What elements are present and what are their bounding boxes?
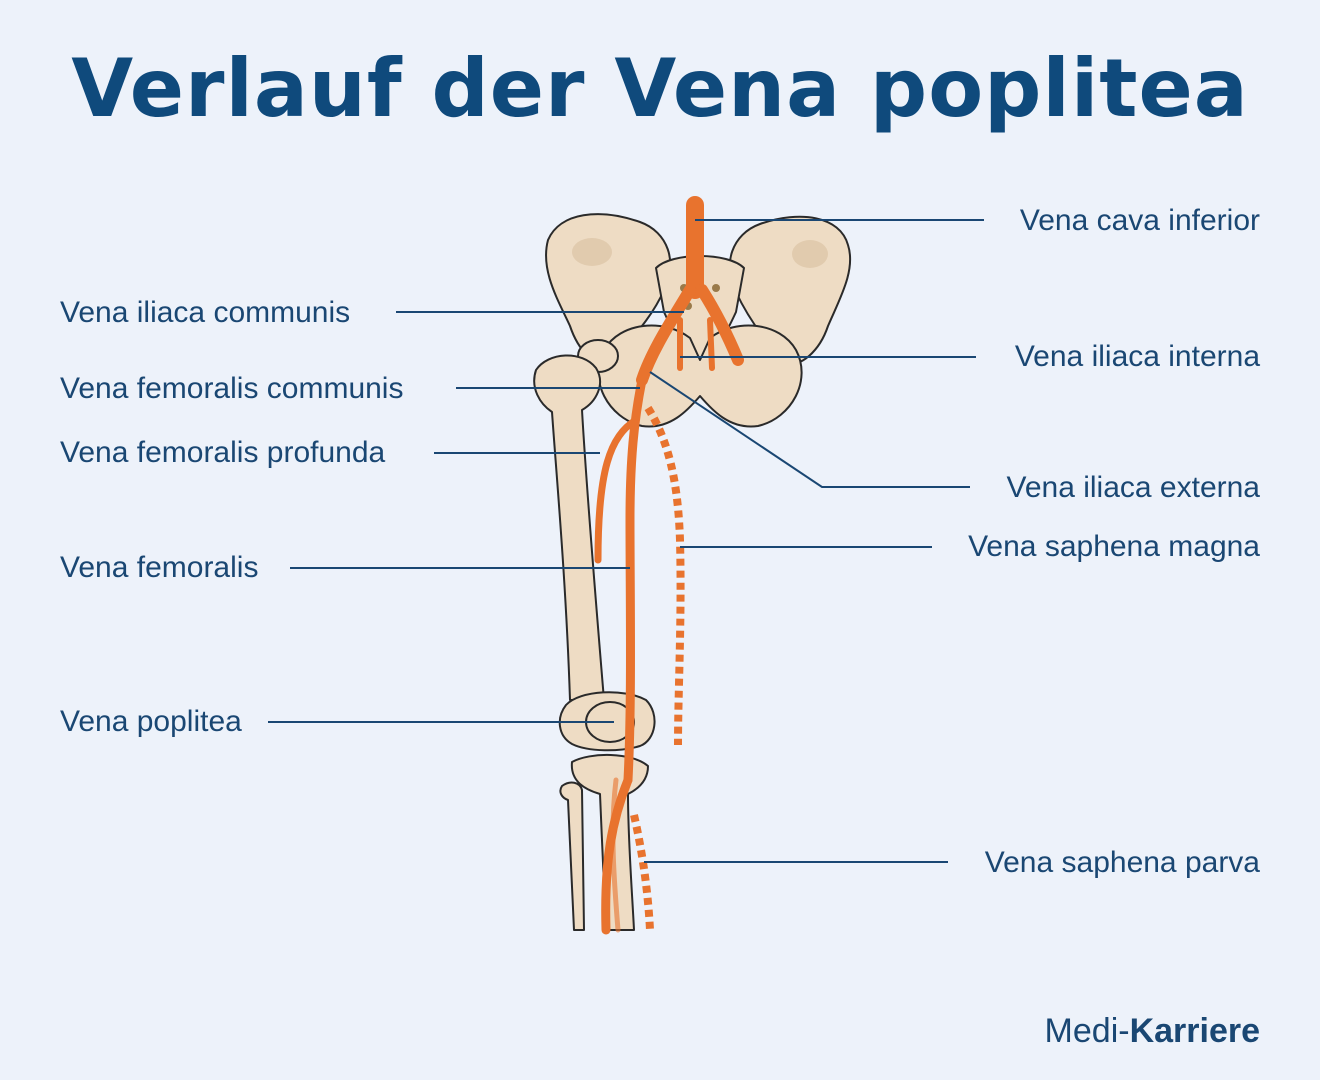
label-vena-saphena-magna: Vena saphena magna <box>968 530 1260 563</box>
vena-femoralis-profunda-vessel <box>594 416 640 564</box>
pelvis-bone <box>533 213 852 931</box>
label-vena-iliaca-interna: Vena iliaca interna <box>1014 340 1260 373</box>
brand-prefix: Medi- <box>1044 1012 1130 1050</box>
label-vena-femoralis-profunda: Vena femoralis profunda <box>60 436 386 469</box>
brand-name: Karriere <box>1129 1012 1260 1050</box>
bone-shading <box>572 238 828 310</box>
label-vena-saphena-parva: Vena saphena parva <box>984 846 1260 879</box>
label-vena-femoralis: Vena femoralis <box>60 551 259 584</box>
brand-logo: Medi-Karriere <box>1045 1012 1260 1051</box>
label-vena-iliaca-externa: Vena iliaca externa <box>1006 471 1260 504</box>
label-vena-cava-inferior: Vena cava inferior <box>1019 204 1260 237</box>
label-vena-poplitea: Vena poplitea <box>60 705 242 738</box>
vena-iliaca-communis-vessel <box>636 284 696 386</box>
vena-saphena-magna-vessel <box>644 405 685 746</box>
page-title: Verlauf der Vena poplitea <box>71 42 1249 135</box>
label-vena-iliaca-communis: Vena iliaca communis <box>60 296 351 329</box>
leader-lines <box>268 219 984 863</box>
vena-saphena-parva-vessel <box>630 814 654 931</box>
label-vena-femoralis-communis: Vena femoralis communis <box>60 372 404 405</box>
vena-femoralis-vessel <box>623 375 647 785</box>
